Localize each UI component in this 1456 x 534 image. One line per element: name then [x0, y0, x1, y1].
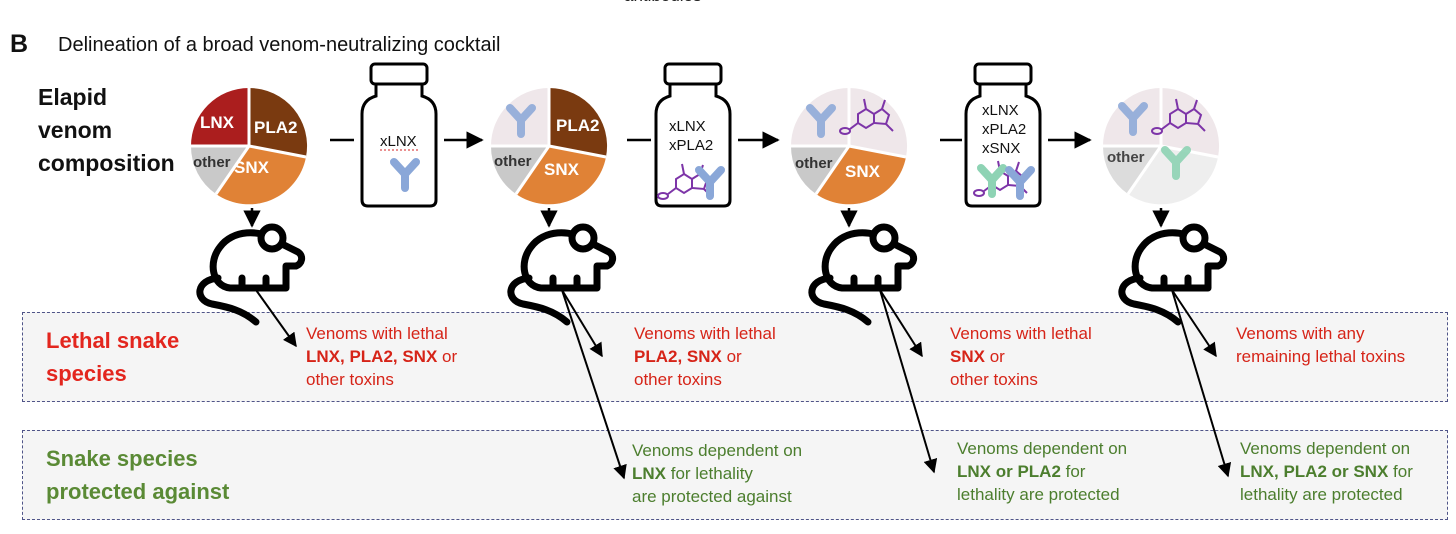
mouse-4 — [1122, 227, 1224, 322]
pie-after-xlnx-xpla2 — [790, 87, 908, 205]
protected-row-title-line2: protected against — [46, 479, 230, 504]
vial-3 — [964, 62, 1042, 208]
protected-text-3: Venoms dependent on LNX, PLA2 or SNX for… — [1240, 439, 1413, 504]
pie-after-all — [1102, 87, 1220, 205]
pie1-slice-lnx — [191, 88, 249, 146]
lethal-text-1: Venoms with lethal LNX, PLA2, SNX or oth… — [306, 324, 458, 389]
panel-letter: B — [10, 30, 29, 58]
pie2-slice-pla2 — [549, 87, 608, 157]
vial3-label-line2: xPLA2 — [982, 121, 1027, 138]
vial1-label: xLNX — [380, 133, 417, 150]
vial3-label-line1: xLNX — [982, 102, 1019, 119]
down-arrows — [243, 208, 1170, 228]
vial-1 — [360, 62, 438, 208]
vial-2 — [654, 62, 732, 208]
composition-label-line3: composition — [38, 150, 175, 176]
pie1-label-snx: SNX — [234, 158, 269, 177]
cut-off-text: antibodies — [624, 0, 702, 6]
protected-text-2: Venoms dependent on LNX or PLA2 for leth… — [957, 439, 1128, 504]
pie-after-xlnx — [490, 87, 608, 205]
pie1-slice-snx — [216, 146, 306, 205]
pie4-label-other: other — [1107, 149, 1145, 166]
pie1-label-pla2: PLA2 — [254, 118, 298, 137]
protected-text-1: Venoms dependent on LNX for lethality ar… — [632, 441, 803, 506]
vial3-label-line3: xSNX — [982, 140, 1021, 157]
composition-label-line1: Elapid — [38, 84, 108, 110]
lethal-text-4: Venoms with any remaining lethal toxins — [1236, 324, 1406, 366]
outcome-arrows — [255, 289, 1232, 480]
pie4-slice-other — [1102, 146, 1161, 194]
mouse-2 — [511, 227, 613, 322]
pie3-slice-snx — [816, 146, 906, 205]
pie1-label-other: other — [193, 154, 231, 171]
vial2-label-line2: xPLA2 — [669, 137, 714, 154]
mouse-1 — [200, 227, 302, 322]
protected-row-box — [22, 430, 1448, 520]
pie2-label-pla2: PLA2 — [556, 116, 600, 135]
lethal-row-title-line1: Lethal snake — [46, 328, 180, 353]
vial2-label-line1: xLNX — [669, 118, 706, 135]
pie2-slice-snx — [516, 146, 606, 205]
protected-row-title-line1: Snake species — [46, 446, 198, 471]
pie1-slice-pla2 — [249, 87, 308, 157]
pie-venom-full — [190, 87, 308, 205]
pie3-label-snx: SNX — [845, 162, 880, 181]
pie1-label-lnx: LNX — [200, 113, 234, 132]
mouse-3 — [812, 227, 914, 322]
pie3-slice-other — [790, 146, 849, 194]
lethal-text-3: Venoms with lethal SNX or other toxins — [950, 324, 1092, 389]
pie2-slice-other — [490, 146, 549, 194]
lethal-row-title-line2: species — [46, 361, 127, 386]
lethal-text-2: Venoms with lethal PLA2, SNX or other to… — [634, 324, 776, 389]
panel-title: Delineation of a broad venom-neutralizin… — [58, 34, 501, 56]
pie2-label-other: other — [494, 153, 532, 170]
pie2-label-snx: SNX — [544, 160, 579, 179]
composition-label-line2: venom — [38, 117, 113, 143]
pie3-label-other: other — [795, 155, 833, 172]
pie1-slice-other — [190, 146, 249, 194]
